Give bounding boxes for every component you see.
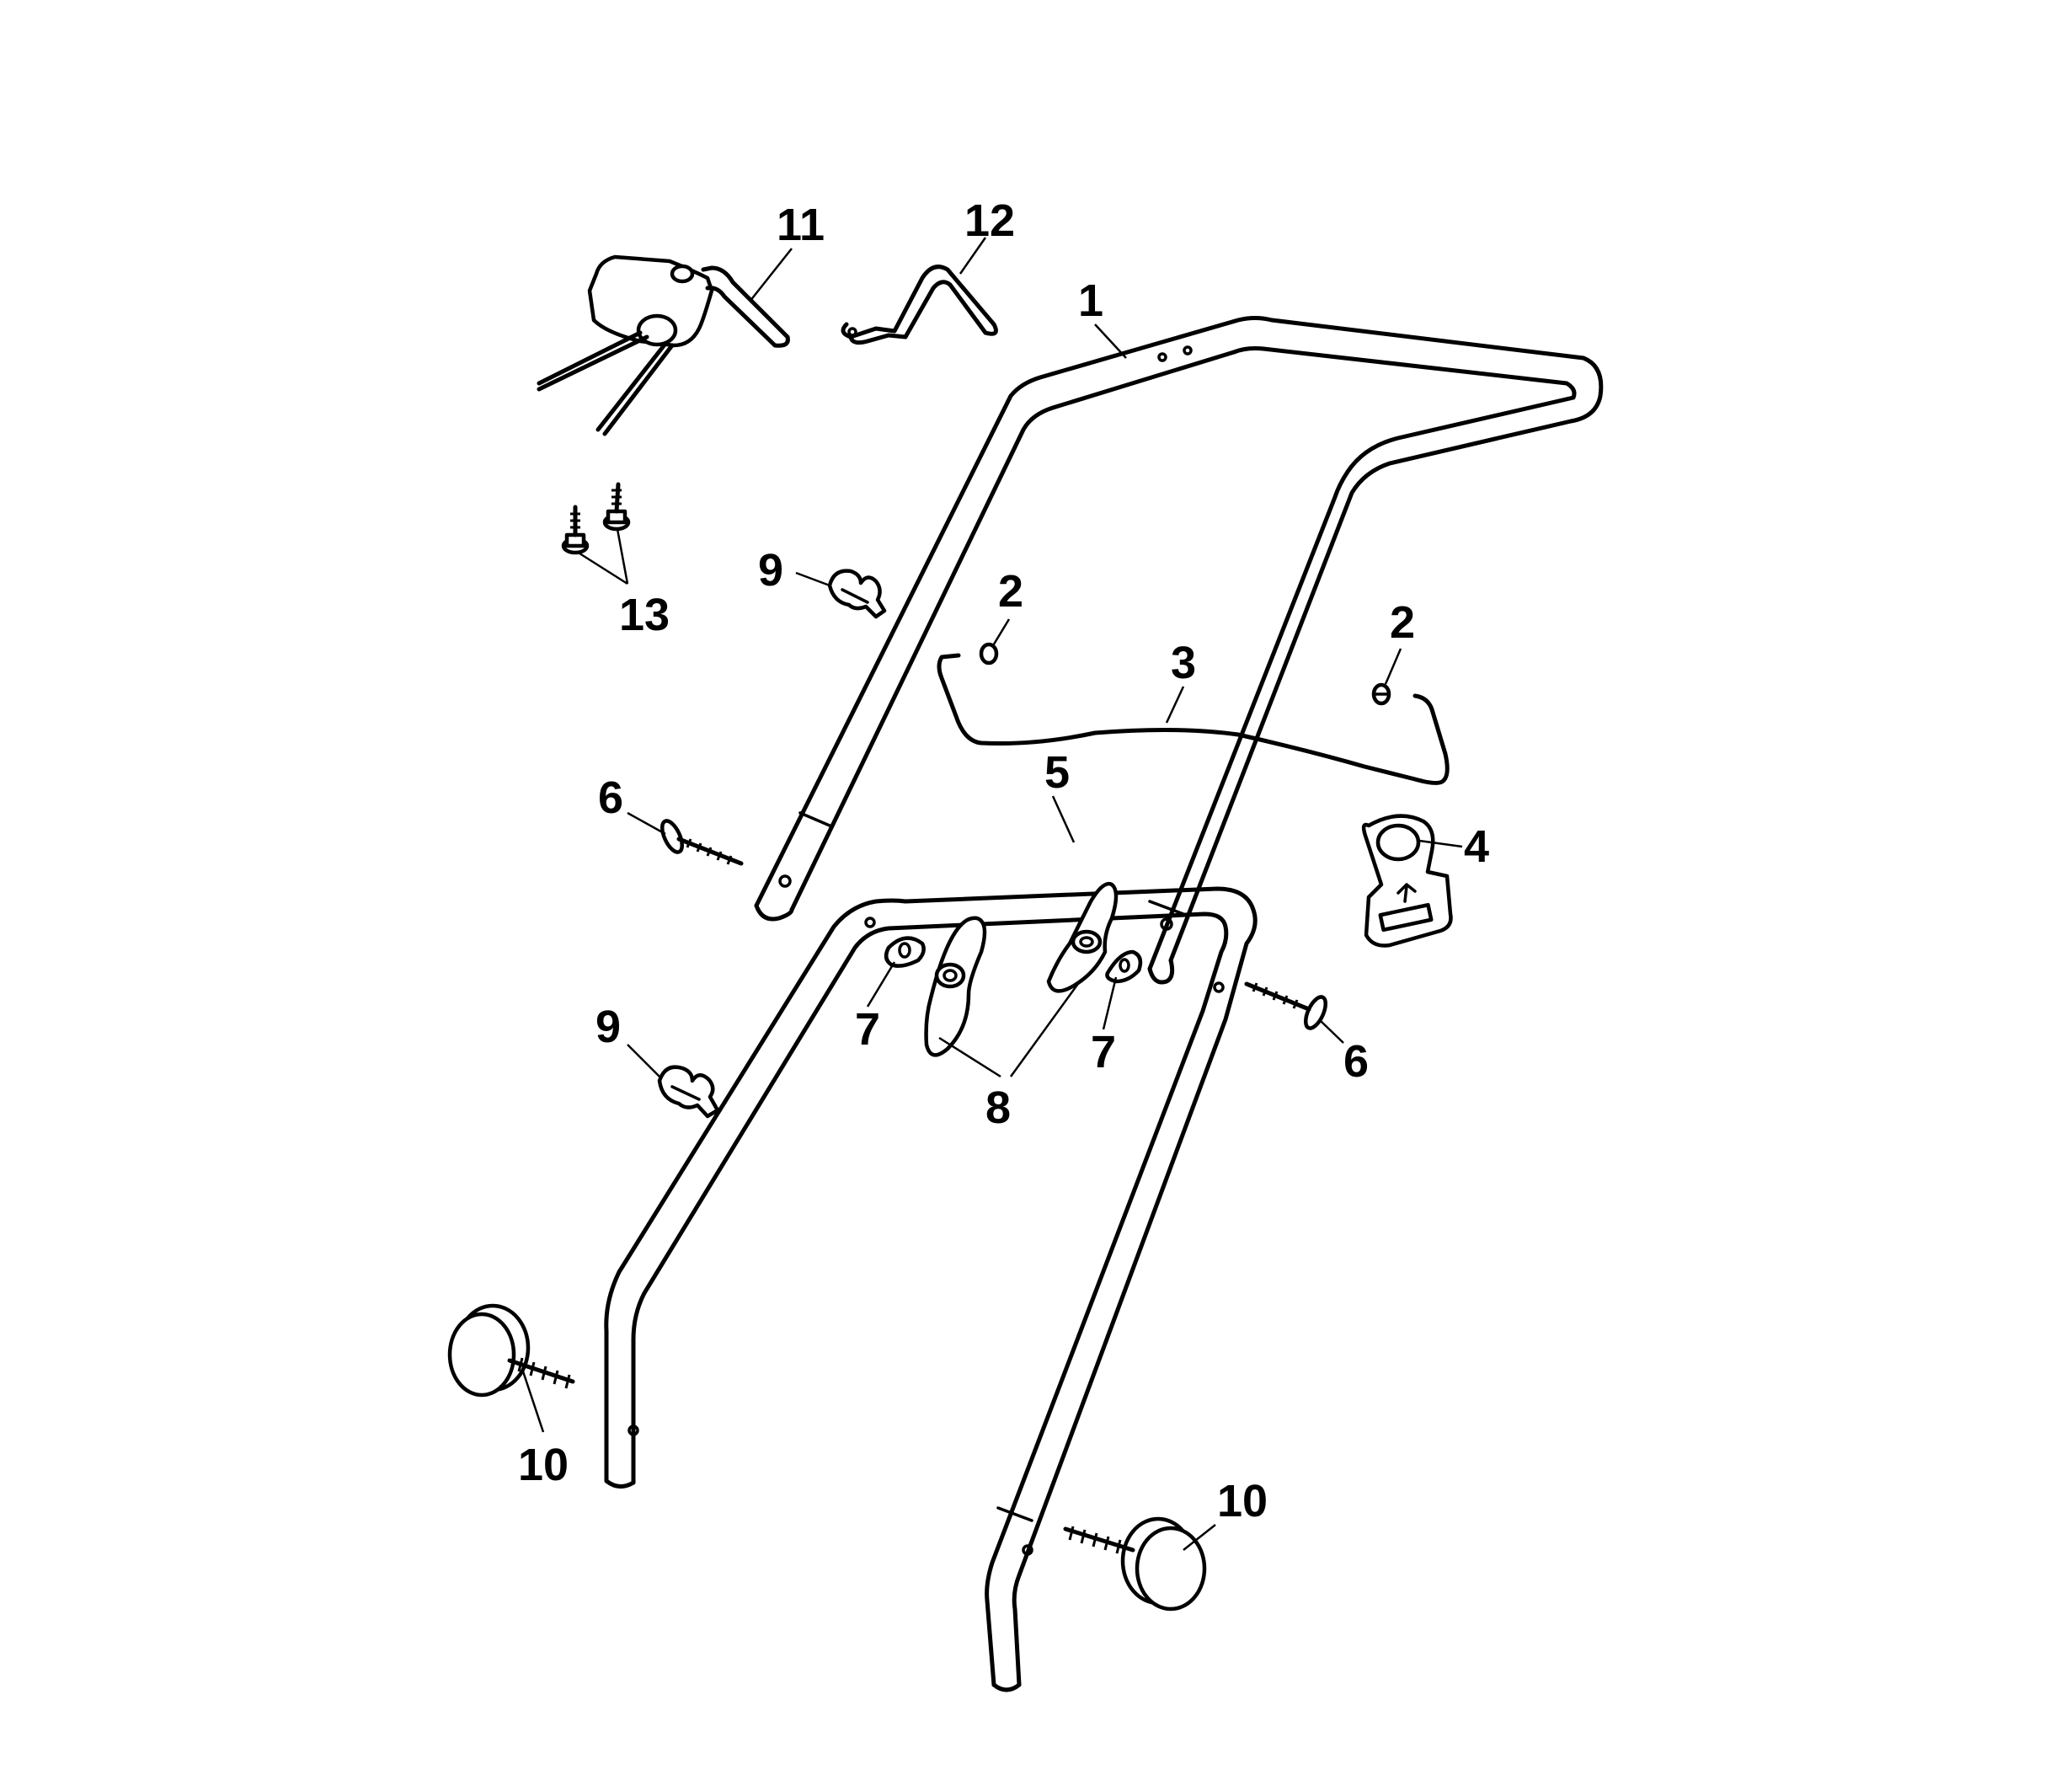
leader-9b bbox=[627, 1044, 662, 1079]
callout-4: 4 bbox=[1464, 821, 1489, 872]
leader-2b bbox=[1384, 648, 1402, 685]
callout-2-left: 2 bbox=[998, 566, 1023, 617]
callout-5: 5 bbox=[1044, 747, 1070, 798]
callout-6-right: 6 bbox=[1343, 1036, 1369, 1087]
callout-9-lower: 9 bbox=[595, 1002, 621, 1052]
callout-1: 1 bbox=[1078, 275, 1103, 326]
leader-8b bbox=[1009, 981, 1081, 1077]
callout-11: 11 bbox=[777, 200, 825, 250]
callout-8: 8 bbox=[985, 1082, 1011, 1133]
clip-lower bbox=[657, 1065, 720, 1119]
bolt-right bbox=[1244, 981, 1327, 1030]
screw-left bbox=[561, 505, 590, 555]
linkage-rod bbox=[841, 265, 998, 345]
leader-3 bbox=[1165, 686, 1185, 724]
callout-7-right: 7 bbox=[1091, 1027, 1116, 1077]
callout-6-left: 6 bbox=[598, 772, 623, 823]
leader-8a bbox=[938, 1036, 1001, 1078]
callout-7-left: 7 bbox=[855, 1004, 880, 1055]
callout-10-left: 10 bbox=[518, 1440, 569, 1490]
leader-10b bbox=[1183, 1524, 1216, 1551]
screw-right bbox=[602, 482, 631, 532]
washer-right bbox=[1105, 949, 1143, 984]
leader-13b bbox=[616, 528, 629, 585]
callout-2-right: 2 bbox=[1390, 597, 1415, 648]
upper-handle-bar bbox=[754, 316, 1604, 985]
leader-13a bbox=[576, 550, 628, 585]
leader-5 bbox=[1051, 795, 1076, 843]
callout-3: 3 bbox=[1171, 638, 1196, 688]
lower-handle-bar bbox=[604, 886, 1258, 1692]
knob-left bbox=[447, 1303, 575, 1398]
knob-right bbox=[1063, 1516, 1207, 1612]
callout-labels: 1 2 2 3 4 5 6 6 7 7 8 9 9 10 10 11 12 13 bbox=[518, 195, 1489, 1526]
leader-2a bbox=[991, 618, 1011, 648]
grommet-right bbox=[1371, 682, 1391, 706]
leader-6b bbox=[1320, 1020, 1344, 1044]
callout-9-upper: 9 bbox=[758, 545, 783, 596]
leader-4 bbox=[1418, 839, 1463, 848]
callout-12: 12 bbox=[964, 195, 1015, 246]
leader-1 bbox=[1094, 323, 1127, 359]
grommet-left bbox=[979, 642, 999, 665]
wing-knob-left bbox=[924, 916, 987, 1057]
leader-10a bbox=[521, 1368, 545, 1433]
leader-7a bbox=[866, 961, 896, 1008]
leader-6a bbox=[627, 811, 666, 836]
callout-10-right: 10 bbox=[1217, 1476, 1268, 1526]
leader-12 bbox=[959, 237, 987, 275]
leader-7b bbox=[1102, 976, 1118, 1030]
cable-lever bbox=[537, 254, 790, 436]
cable bbox=[937, 653, 1450, 785]
clip-upper bbox=[827, 569, 887, 619]
cable-clip bbox=[1361, 814, 1453, 948]
washer-left bbox=[884, 936, 926, 968]
leader-9a bbox=[795, 571, 830, 587]
wing-knob-right bbox=[1046, 881, 1119, 993]
bolt-left bbox=[660, 819, 744, 866]
callout-13: 13 bbox=[619, 590, 670, 640]
leader-lines bbox=[521, 237, 1463, 1551]
leader-11 bbox=[749, 248, 793, 302]
